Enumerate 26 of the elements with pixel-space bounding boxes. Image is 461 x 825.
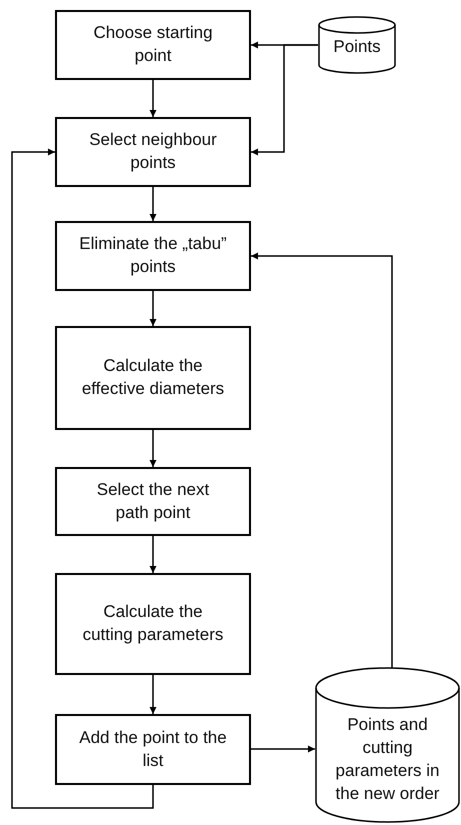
process-box [55,326,251,430]
arrow [150,430,156,467]
node-label: Choose starting point [92,22,214,67]
node-label: Points [333,36,381,58]
arrow [150,187,156,221]
node-label: Calculate the cutting parameters [82,601,224,646]
node-label: Select the next path point [96,478,210,524]
process-box [55,573,251,675]
arrow [150,80,156,117]
process-box [55,10,251,80]
node-label: Select neighbour points [88,129,218,174]
process-box [55,117,251,187]
arrow [11,148,154,809]
arrow [251,44,318,156]
process-box [55,714,251,785]
node-label: Points and cutting parameters in the new order [334,714,440,805]
arrow [150,291,156,326]
arrow [251,746,315,752]
arrow [251,252,393,670]
arrow [150,536,156,573]
node-label: Add the point to the list [79,726,227,772]
arrow [150,675,156,714]
process-box [55,221,251,291]
node-label: Eliminate the „tabu” points [79,233,227,278]
process-box [55,467,251,536]
node-label: Calculate the effective diameters [80,355,226,400]
